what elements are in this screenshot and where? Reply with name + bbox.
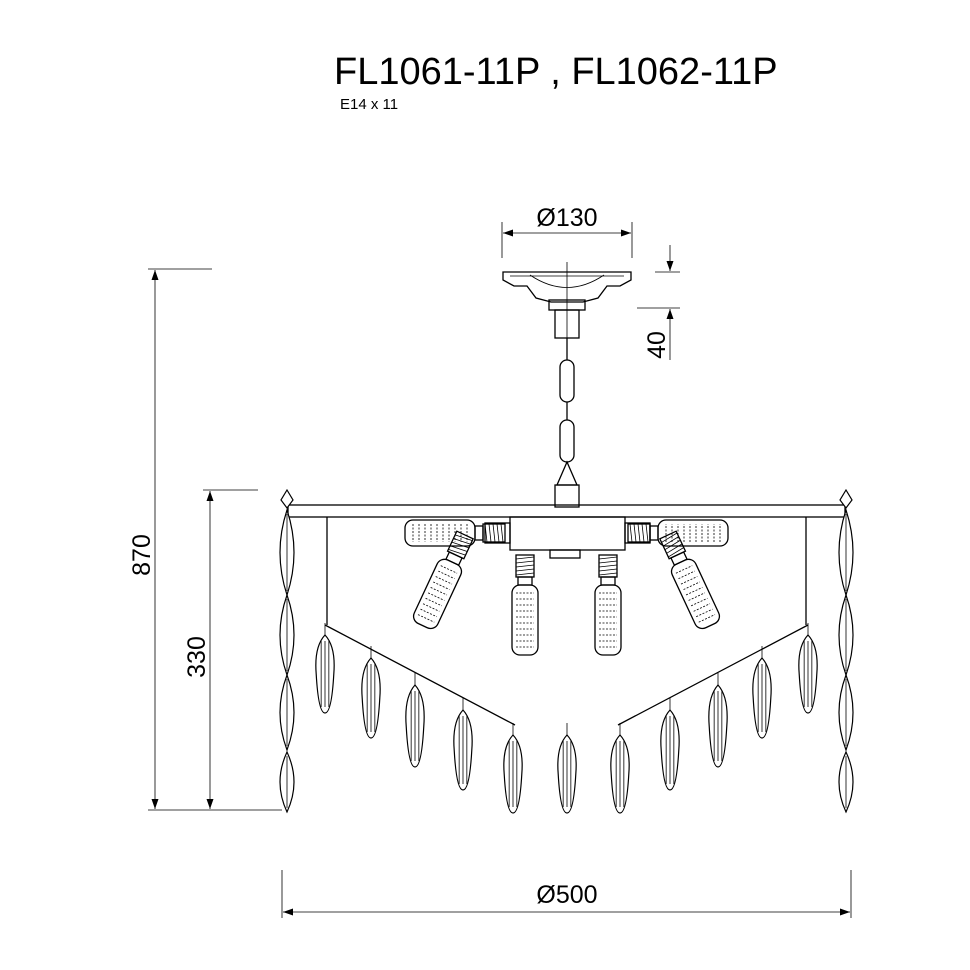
canopy-diameter-dimension: Ø130 <box>501 204 633 258</box>
crystal-drops <box>279 488 854 814</box>
crystal-drop <box>503 723 523 814</box>
socket <box>624 522 651 544</box>
e14-bulbs <box>404 519 729 656</box>
side-crystal-strand <box>279 488 295 814</box>
bulb <box>511 554 539 656</box>
crystal-drop <box>610 723 630 814</box>
bulb-spec: E14 x 11 <box>340 96 398 113</box>
bulb <box>404 519 506 547</box>
crystal-drop <box>315 623 335 714</box>
canopy-diameter-label: Ø130 <box>536 204 597 232</box>
crystal-drop <box>708 673 728 768</box>
body-diameter-dimension: Ø500 <box>281 870 852 918</box>
canopy-height-label: 40 <box>643 331 671 359</box>
bulb <box>594 554 622 656</box>
chain <box>554 359 580 508</box>
ceiling-canopy <box>502 262 632 360</box>
drawing-title: FL1061-11P , FL1062-11P <box>334 51 778 93</box>
canopy-height-dimension: 40 <box>637 245 680 360</box>
total-height-label: 870 <box>128 534 156 576</box>
body-diameter-label: Ø500 <box>536 881 597 909</box>
crystal-drop <box>361 646 381 739</box>
crystal-drop <box>752 646 772 739</box>
crystal-drop <box>660 698 680 791</box>
frame <box>287 504 846 726</box>
side-crystal-strand <box>838 488 854 814</box>
crystal-drop <box>405 673 425 768</box>
crystal-drop <box>557 723 577 814</box>
bulb <box>412 530 475 630</box>
crystal-drop <box>798 623 818 714</box>
body-height-label: 330 <box>183 636 211 678</box>
socket <box>484 522 511 544</box>
body-height-dimension: 330 <box>183 489 258 809</box>
total-height-dimension: 870 <box>128 268 282 811</box>
bulb <box>658 530 721 630</box>
crystal-drop <box>453 698 473 791</box>
